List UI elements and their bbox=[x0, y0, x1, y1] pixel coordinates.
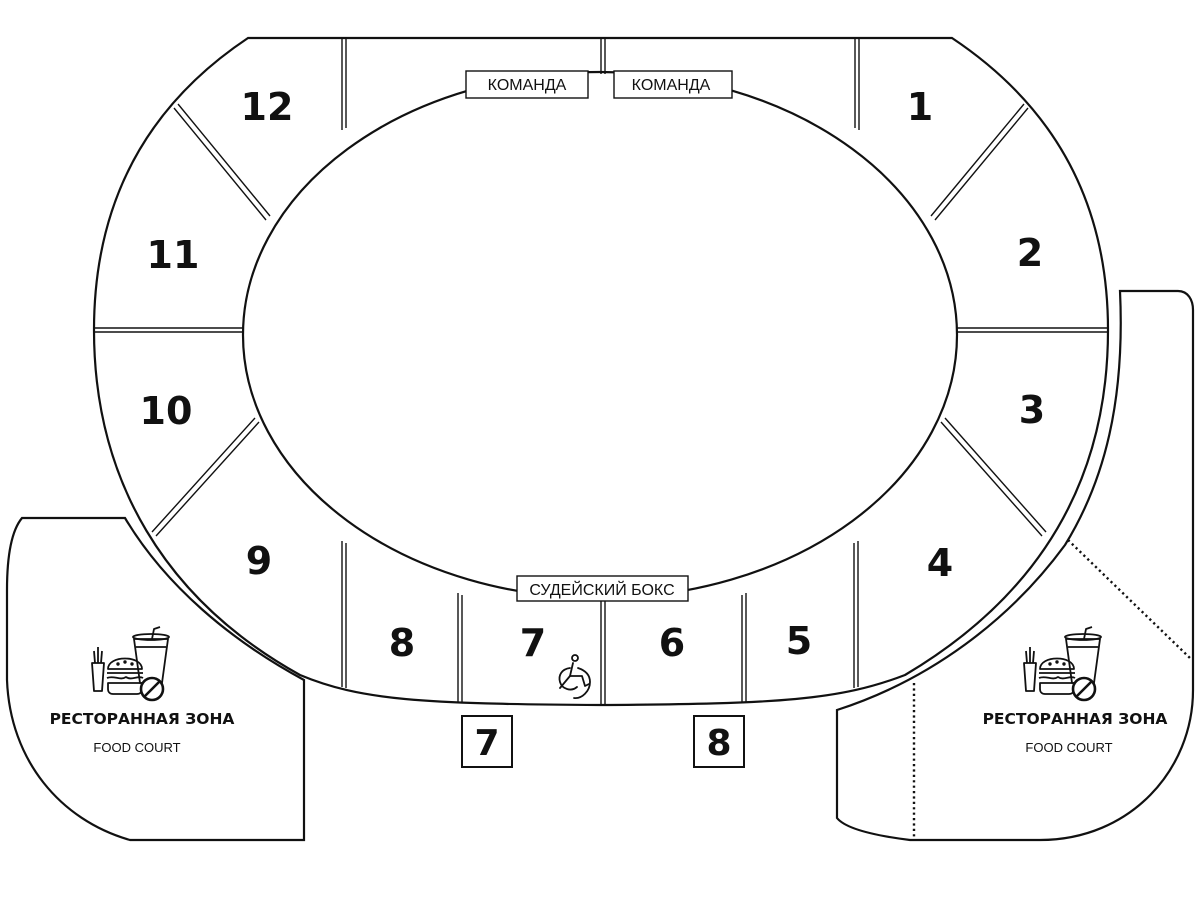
sector-6[interactable]: 6 bbox=[659, 621, 685, 665]
gate-8[interactable]: 8 bbox=[693, 715, 745, 768]
sector-labels: 1 2 3 4 5 6 7 8 9 10 11 12 bbox=[140, 85, 1046, 665]
sector-9[interactable]: 9 bbox=[246, 539, 272, 583]
food-court-left-title: РЕСТОРАННАЯ ЗОНА bbox=[50, 710, 235, 728]
stadium-outline bbox=[92, 36, 1110, 707]
food-court-right-subtitle: FOOD COURT bbox=[1025, 740, 1112, 755]
referee-box-label: СУДЕЙСКИЙ БОКС bbox=[529, 580, 674, 599]
gate-8-label: 8 bbox=[706, 723, 731, 764]
wheelchair-icon bbox=[558, 654, 591, 699]
sector-5[interactable]: 5 bbox=[786, 619, 812, 663]
food-court-left[interactable]: РЕСТОРАННАЯ ЗОНА FOOD COURT bbox=[5, 516, 306, 842]
team-box-right-label: КОМАНДА bbox=[632, 77, 711, 94]
sector-7[interactable]: 7 bbox=[520, 621, 546, 665]
team-box-left-label: КОМАНДА bbox=[488, 77, 567, 94]
team-box-left: КОМАНДА bbox=[465, 70, 589, 99]
gate-7[interactable]: 7 bbox=[461, 715, 513, 768]
food-court-icon bbox=[1023, 626, 1102, 702]
sector-dividers bbox=[94, 38, 1107, 705]
sector-11[interactable]: 11 bbox=[147, 233, 200, 277]
food-court-left-subtitle: FOOD COURT bbox=[93, 740, 180, 755]
food-court-icon bbox=[91, 626, 170, 702]
sector-12[interactable]: 12 bbox=[241, 85, 294, 129]
food-court-right[interactable]: РЕСТОРАННАЯ ЗОНА FOOD COURT bbox=[835, 289, 1195, 842]
sector-2[interactable]: 2 bbox=[1017, 231, 1043, 275]
food-court-right-title: РЕСТОРАННАЯ ЗОНА bbox=[983, 710, 1168, 728]
sector-10[interactable]: 10 bbox=[140, 389, 193, 433]
sector-4[interactable]: 4 bbox=[927, 541, 953, 585]
referee-box: СУДЕЙСКИЙ БОКС bbox=[516, 575, 689, 602]
field bbox=[241, 70, 959, 600]
sector-3[interactable]: 3 bbox=[1019, 388, 1045, 432]
sector-1[interactable]: 1 bbox=[907, 85, 933, 129]
sector-8[interactable]: 8 bbox=[389, 621, 415, 665]
gate-7-label: 7 bbox=[474, 723, 499, 764]
team-box-right: КОМАНДА bbox=[613, 70, 733, 99]
